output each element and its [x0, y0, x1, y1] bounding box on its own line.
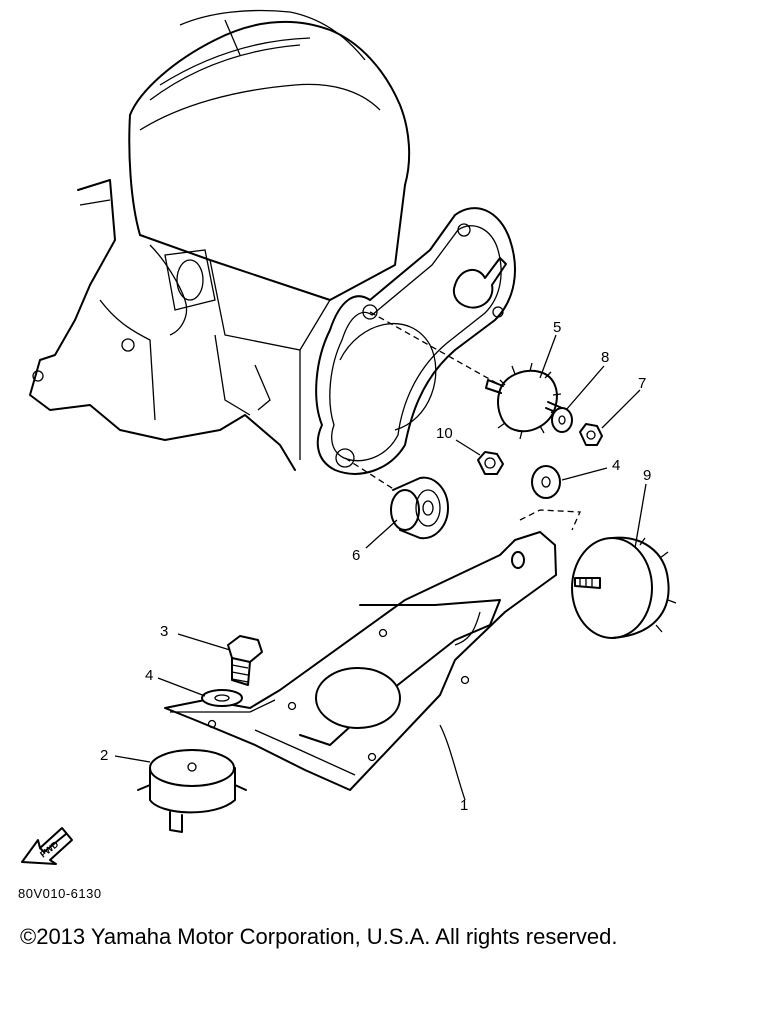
callout-8: 8 [601, 349, 609, 366]
callout-9: 9 [643, 467, 651, 484]
part-4-washer-lower [201, 689, 243, 707]
part-1-bracket [164, 509, 581, 791]
part-7-nut [579, 423, 603, 446]
callout-6: 6 [352, 547, 360, 564]
copyright-notice: ©2013 Yamaha Motor Corporation, U.S.A. A… [20, 924, 618, 949]
part-2-mount [137, 749, 247, 833]
callout-5: 5 [553, 319, 561, 336]
engine-mount-exploded-diagram: 5 8 7 10 4 9 6 3 4 2 1 FWD [21, 9, 677, 865]
diagram-code: 80V010-6130 [18, 886, 102, 901]
engine-assembly [29, 9, 516, 491]
callout-4-lower: 4 [145, 667, 153, 684]
callout-7: 7 [638, 375, 646, 392]
callout-1: 1 [460, 797, 468, 814]
leader-lines [114, 334, 647, 801]
callout-4-upper: 4 [612, 457, 620, 474]
part-4-washer-upper [531, 465, 561, 499]
part-6-damper [390, 476, 449, 540]
part-10-nut [477, 451, 504, 475]
callout-2: 2 [100, 747, 108, 764]
part-8-washer [551, 407, 573, 433]
part-9-damper [571, 536, 677, 639]
part-5-damper [485, 362, 563, 440]
part-3-bolt [227, 635, 263, 686]
callout-3: 3 [160, 623, 168, 640]
front-direction-arrow: FWD [21, 827, 73, 865]
callout-10: 10 [436, 425, 453, 442]
